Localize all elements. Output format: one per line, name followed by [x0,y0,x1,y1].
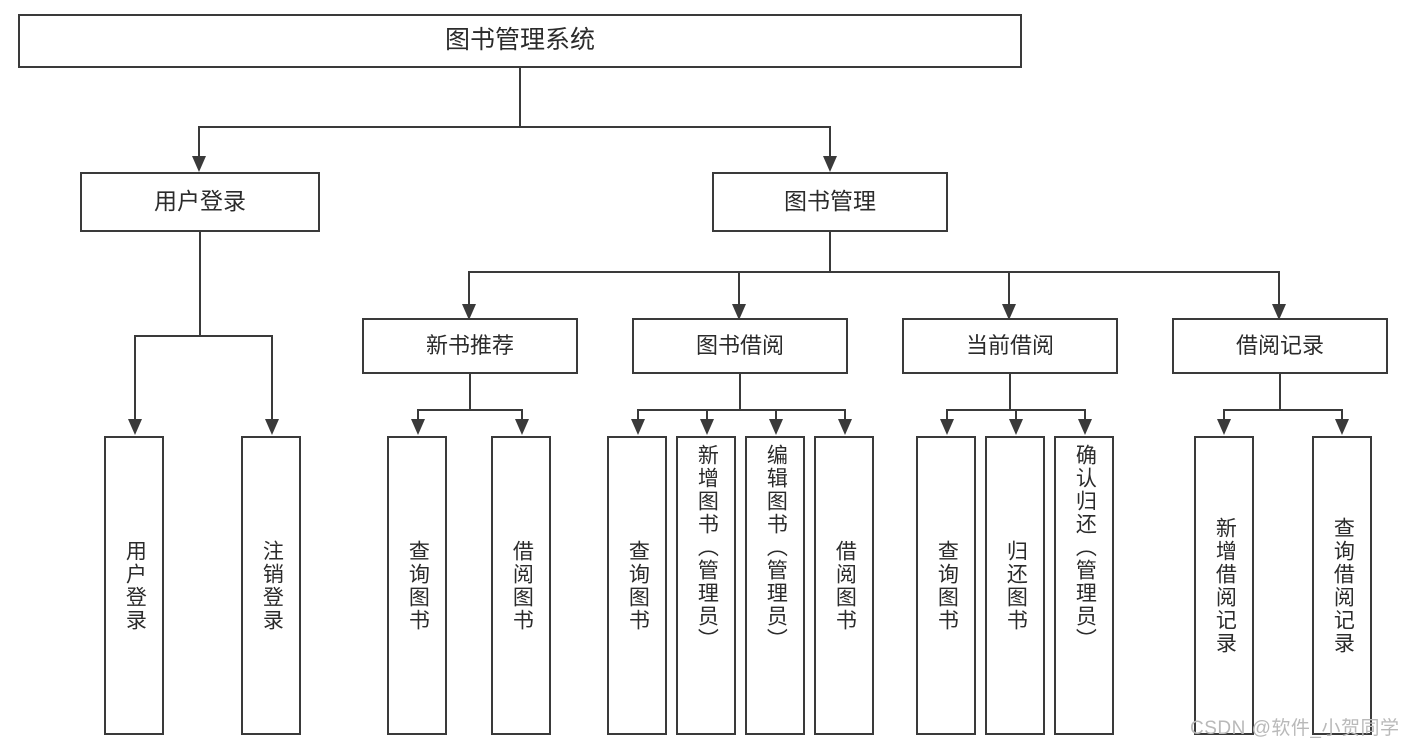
connector-bb-drop-4 [844,409,846,421]
leaf-br-add-record[interactable]: 新增借阅记录 [1194,436,1254,735]
watermark-text: CSDN @软件_小贺同学 [1190,718,1400,739]
connector-bb-bar [637,409,845,411]
arrow-cb-leaf-2 [1009,419,1023,435]
connector-cb-drop-2 [1015,409,1017,421]
arrow-to-current-borrow [1002,304,1016,320]
connector-level1-drop-right [829,126,831,158]
leaf-label: 借阅图书 [833,539,857,632]
leaf-user-login[interactable]: 用户登录 [104,436,164,735]
node-label: 用户登录 [154,188,246,215]
arrow-to-leaf-user-login [128,419,142,435]
connector-cb-stem [1009,374,1011,410]
connector-level2-drop-2 [738,271,740,311]
arrow-cb-leaf-1 [940,419,954,435]
leaf-logout[interactable]: 注销登录 [241,436,301,735]
leaf-cb-return-book[interactable]: 归还图书 [985,436,1045,735]
connector-nbr-drop-2 [521,409,523,421]
leaf-label: 借阅图书 [510,539,534,632]
connector-user-login-drop-1 [134,335,136,421]
node-current-borrow[interactable]: 当前借阅 [902,318,1118,374]
connector-user-login-drop-2 [271,335,273,421]
arrow-nbr-leaf-2 [515,419,529,435]
arrow-to-new-book-recommend [462,304,476,320]
connector-nbr-stem [469,374,471,410]
arrow-bb-leaf-1 [631,419,645,435]
leaf-label: 归还图书 [1004,539,1028,632]
connector-br-stem [1279,374,1281,410]
leaf-label: 查询图书 [935,539,959,632]
node-user-login[interactable]: 用户登录 [80,172,320,232]
connector-level1-drop-left [198,126,200,158]
leaf-label: 编辑图书（管理员） [764,444,788,651]
node-book-borrow[interactable]: 图书借阅 [632,318,848,374]
leaf-bb-borrow-book[interactable]: 借阅图书 [814,436,874,735]
leaf-bb-add-book-admin[interactable]: 新增图书（管理员） [676,436,736,735]
connector-level2-drop-3 [1008,271,1010,311]
leaf-label: 查询图书 [626,539,650,632]
arrow-to-book-borrow [732,304,746,320]
leaf-nbr-borrow-book[interactable]: 借阅图书 [491,436,551,735]
connector-level2-bar [468,271,1280,273]
leaf-label: 查询借阅记录 [1331,516,1355,655]
arrow-nbr-leaf-1 [411,419,425,435]
connector-bb-drop-3 [775,409,777,421]
connector-br-drop-1 [1223,409,1225,421]
connector-nbr-bar [417,409,522,411]
connector-nbr-drop-1 [417,409,419,421]
arrow-br-leaf-2 [1335,419,1349,435]
leaf-label: 注销登录 [260,539,284,632]
leaf-label: 确认归还（管理员） [1073,444,1097,651]
leaf-nbr-query-book[interactable]: 查询图书 [387,436,447,735]
connector-level2-drop-4 [1278,271,1280,311]
connector-bb-drop-2 [706,409,708,421]
connector-book-manage-stem [829,232,831,272]
leaf-label: 查询图书 [406,539,430,632]
leaf-bb-edit-book-admin[interactable]: 编辑图书（管理员） [745,436,805,735]
leaf-cb-confirm-return-admin[interactable]: 确认归还（管理员） [1054,436,1114,735]
arrow-to-borrow-record [1272,304,1286,320]
node-borrow-record[interactable]: 借阅记录 [1172,318,1388,374]
arrow-br-leaf-1 [1217,419,1231,435]
arrow-bb-leaf-3 [769,419,783,435]
node-label: 新书推荐 [425,333,514,359]
connector-level2-drop-1 [468,271,470,311]
arrow-bb-leaf-2 [700,419,714,435]
node-book-manage[interactable]: 图书管理 [712,172,948,232]
connector-user-login-stem [199,232,201,335]
arrow-to-user-login [192,156,206,172]
leaf-br-query-record[interactable]: 查询借阅记录 [1312,436,1372,735]
arrow-cb-leaf-3 [1078,419,1092,435]
arrow-bb-leaf-4 [838,419,852,435]
connector-cb-drop-1 [946,409,948,421]
connector-level1-bar [198,126,830,128]
node-label: 当前借阅 [965,333,1054,359]
leaf-bb-query-book[interactable]: 查询图书 [607,436,667,735]
arrow-to-book-manage [823,156,837,172]
node-root-system[interactable]: 图书管理系统 [18,14,1022,68]
connector-root-stem [519,68,521,126]
connector-user-login-bar [134,335,272,337]
connector-bb-drop-1 [637,409,639,421]
connector-cb-drop-3 [1084,409,1086,421]
leaf-cb-query-book[interactable]: 查询图书 [916,436,976,735]
connector-br-bar [1223,409,1342,411]
leaf-label: 新增借阅记录 [1213,516,1237,655]
leaf-label: 新增图书（管理员） [695,444,719,651]
connector-br-drop-2 [1341,409,1343,421]
arrow-to-leaf-logout [265,419,279,435]
node-new-book-recommend[interactable]: 新书推荐 [362,318,578,374]
leaf-label: 用户登录 [123,539,147,632]
node-label: 图书借阅 [695,333,784,359]
node-label: 图书管理 [784,188,876,215]
connector-bb-stem [739,374,741,410]
node-label: 借阅记录 [1235,333,1324,359]
node-label: 图书管理系统 [444,26,595,55]
